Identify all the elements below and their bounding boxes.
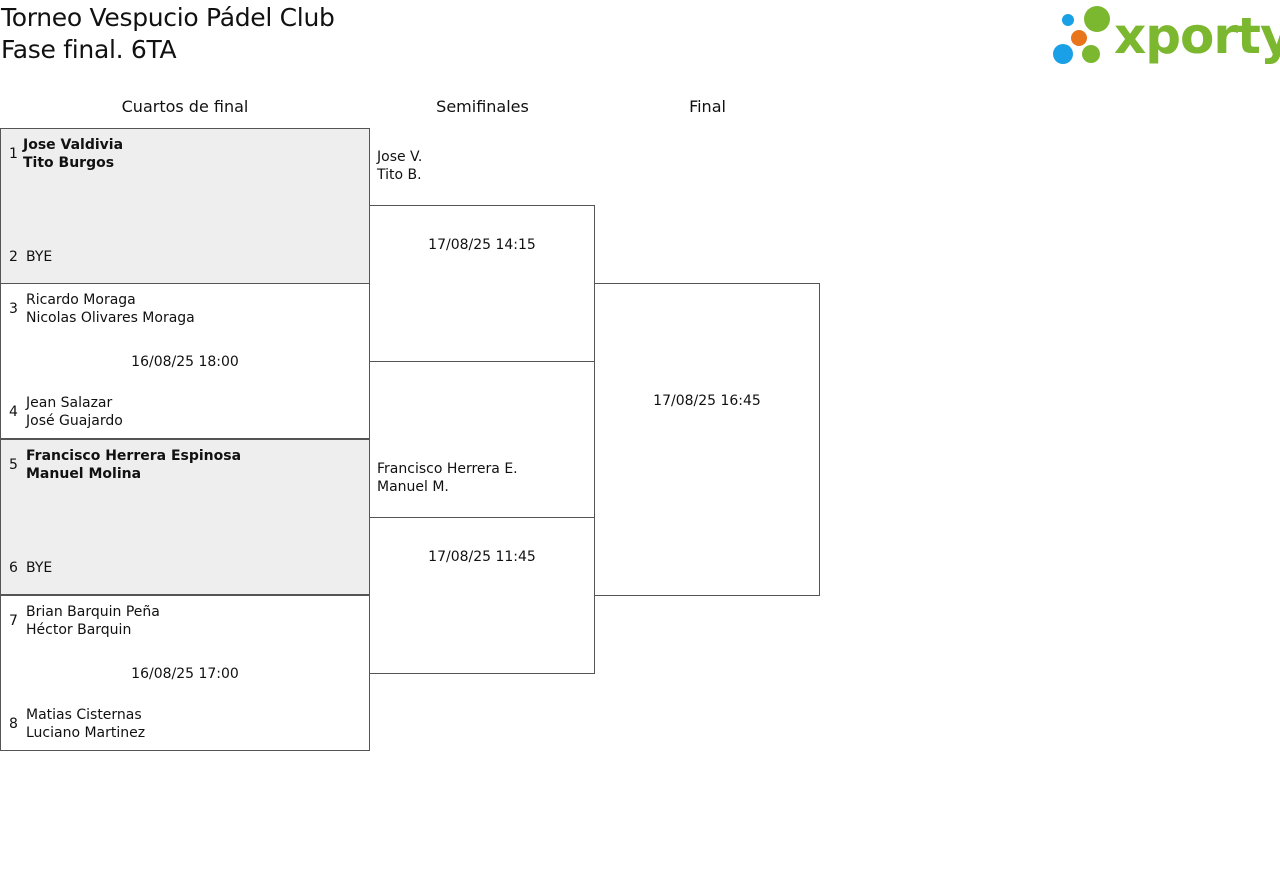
quarterfinal-match-4[interactable]: 7 Brian Barquin Peña Héctor Barquin 16/0… bbox=[0, 595, 370, 751]
player-name: Brian Barquin Peña bbox=[26, 604, 160, 620]
player-name: Luciano Martinez bbox=[26, 725, 146, 741]
match-datetime: 17/08/25 11:45 bbox=[428, 549, 536, 565]
player-name: Nicolas Olivares Moraga bbox=[26, 310, 195, 326]
player-name: Tito Burgos bbox=[23, 155, 115, 171]
player-name: José Guajardo bbox=[26, 413, 123, 429]
seed-number: 6 bbox=[9, 560, 18, 576]
logo-dots-icon bbox=[1053, 6, 1110, 64]
round-heading-semifinals: Semifinales bbox=[436, 97, 529, 116]
team-pair: Brian Barquin Peña Héctor Barquin bbox=[26, 603, 160, 639]
xporty-logo: xporty bbox=[1050, 4, 1280, 68]
match-datetime: 17/08/25 16:45 bbox=[653, 393, 761, 409]
team-pair: Matias Cisternas Luciano Martinez bbox=[26, 706, 145, 742]
player-name: Manuel Molina bbox=[26, 466, 142, 482]
phase-title: Fase final. 6TA bbox=[1, 35, 177, 64]
team-pair: Ricardo Moraga Nicolas Olivares Moraga bbox=[26, 291, 195, 327]
team-pair: Jean Salazar José Guajardo bbox=[26, 394, 123, 430]
match-datetime: 16/08/25 18:00 bbox=[131, 354, 239, 370]
seed-number: 4 bbox=[9, 404, 18, 420]
player-name: Francisco Herrera E. bbox=[377, 461, 518, 477]
player-name: Héctor Barquin bbox=[26, 622, 132, 638]
bye-label: BYE bbox=[26, 249, 53, 265]
seed-number: 3 bbox=[9, 301, 18, 317]
tournament-title: Torneo Vespucio Pádel Club bbox=[1, 3, 335, 32]
team-pair: Francisco Herrera Espinosa Manuel Molina bbox=[26, 447, 241, 483]
semifinal-team: Francisco Herrera E. Manuel M. bbox=[377, 460, 518, 496]
round-heading-quarterfinals: Cuartos de final bbox=[121, 97, 249, 116]
quarterfinal-match-3[interactable]: 5 Francisco Herrera Espinosa Manuel Moli… bbox=[0, 439, 370, 595]
player-name: Jose Valdivia bbox=[23, 137, 124, 153]
player-name: Jean Salazar bbox=[26, 395, 113, 411]
logo-wordmark: xporty bbox=[1114, 7, 1280, 65]
player-name: Matias Cisternas bbox=[26, 707, 142, 723]
match-datetime: 17/08/25 14:15 bbox=[428, 237, 536, 253]
seed-number: 5 bbox=[9, 457, 18, 473]
player-name: Manuel M. bbox=[377, 479, 449, 495]
semifinal-match-1[interactable]: 17/08/25 14:15 bbox=[369, 205, 595, 362]
player-name: Tito B. bbox=[377, 167, 422, 183]
seed-number: 8 bbox=[9, 716, 18, 732]
player-name: Jose V. bbox=[377, 149, 423, 165]
final-match[interactable]: 17/08/25 16:45 bbox=[594, 283, 820, 596]
semifinal-team: Jose V. Tito B. bbox=[377, 148, 422, 184]
round-heading-final: Final bbox=[689, 97, 726, 116]
team-pair: Jose Valdivia Tito Burgos bbox=[23, 136, 123, 172]
seed-number: 1 bbox=[9, 146, 18, 162]
semifinal-match-2[interactable]: 17/08/25 11:45 bbox=[369, 517, 595, 674]
match-datetime: 16/08/25 17:00 bbox=[131, 666, 239, 682]
player-name: Ricardo Moraga bbox=[26, 292, 136, 308]
bye-label: BYE bbox=[26, 560, 53, 576]
quarterfinal-match-2[interactable]: 3 Ricardo Moraga Nicolas Olivares Moraga… bbox=[0, 283, 370, 439]
seed-number: 7 bbox=[9, 613, 18, 629]
player-name: Francisco Herrera Espinosa bbox=[26, 448, 242, 464]
quarterfinal-match-1[interactable]: 1 Jose Valdivia Tito Burgos 2 BYE bbox=[0, 128, 370, 284]
seed-number: 2 bbox=[9, 249, 18, 265]
